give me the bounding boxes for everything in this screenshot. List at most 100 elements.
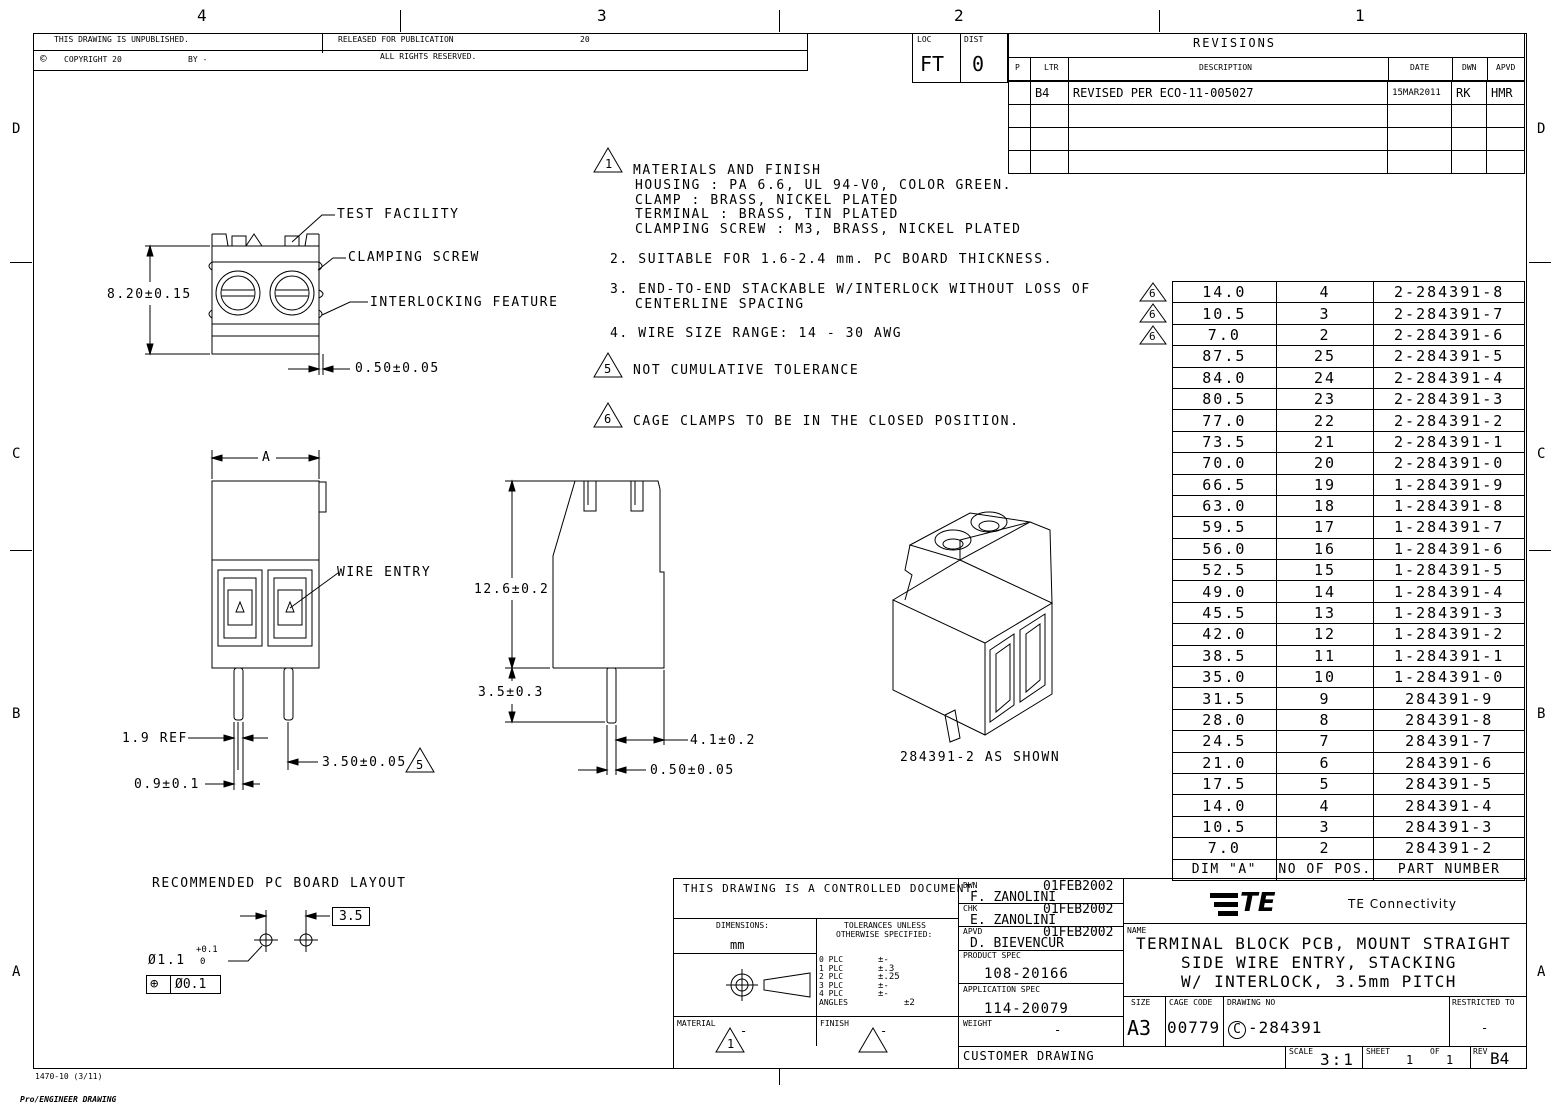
size-value: A3	[1127, 1016, 1152, 1040]
label-test-facility: TEST FACILITY	[337, 207, 460, 222]
cage-label: CAGE CODE	[1169, 998, 1213, 1007]
company-name: TE Connectivity	[1348, 897, 1457, 911]
rev-hdr-dwn: DWN	[1462, 63, 1477, 72]
tol-plc: 4 PLC	[819, 989, 844, 999]
note2: 2. SUITABLE FOR 1.6-2.4 mm. PC BOARD THI…	[610, 252, 1054, 267]
tol-value: ±-	[878, 955, 889, 965]
pcb-pitch-box	[332, 907, 370, 926]
revision-row	[1008, 104, 1526, 128]
zone-left-d: D	[12, 121, 21, 137]
part-dim: 63.0	[1172, 494, 1277, 518]
tol-plc: 3 PLC	[819, 980, 844, 990]
note1-line4: TERMINAL : BRASS, TIN PLATED	[635, 207, 899, 222]
dim-050-top: 0.50±0.05	[355, 361, 440, 376]
isometric-view	[891, 511, 1054, 743]
form-number: 1470-10 (3/11)	[35, 1072, 103, 1081]
note3-line1: 3. END-TO-END STACKABLE W/INTERLOCK WITH…	[610, 282, 1091, 297]
note6-flag-num: 6	[1149, 329, 1156, 343]
revision-ltr	[1029, 150, 1069, 174]
note6-flag-num: 6	[1149, 308, 1156, 322]
note1-line2: HOUSING : PA 6.6, UL 94-V0, COLOR GREEN.	[635, 178, 1013, 193]
note6-flag-num: 6	[1149, 287, 1156, 300]
note6: CAGE CLAMPS TO BE IN THE CLOSED POSITION…	[633, 414, 1020, 429]
copyright-by: BY -	[188, 55, 208, 64]
note1-flag-num: 1	[605, 157, 613, 171]
material-flag: 1	[727, 1037, 735, 1051]
note4: 4. WIRE SIZE RANGE: 14 - 30 AWG	[610, 326, 903, 341]
part-pos: 11	[1275, 644, 1375, 668]
application-spec-label: APPLICATION SPEC	[963, 985, 1041, 994]
zone-right-a: A	[1537, 964, 1546, 980]
revision-apvd	[1485, 150, 1526, 174]
part-part: 284391-7	[1373, 730, 1525, 753]
part-pos: 21	[1275, 430, 1375, 454]
of-value: 1	[1446, 1053, 1454, 1067]
part-header-part: PART NUMBER	[1373, 858, 1525, 881]
software-note: Pro/ENGINEER DRAWING	[20, 1095, 117, 1104]
revision-date	[1387, 150, 1453, 174]
drawing-no-label: DRAWING NO	[1227, 998, 1276, 1007]
revision-ltr	[1029, 104, 1069, 128]
controlled-doc: THIS DRAWING IS A CONTROLLED DOCUMENT.	[683, 882, 981, 895]
chk-label: CHK	[963, 904, 978, 913]
note6-flag: 6	[1139, 324, 1169, 345]
material-dash: -	[740, 1024, 748, 1038]
restricted-value: -	[1481, 1021, 1489, 1035]
product-spec-label: PRODUCT SPEC	[963, 951, 1021, 960]
zone-right-c: C	[1537, 446, 1546, 462]
note1-line5: CLAMPING SCREW : M3, BRASS, NICKEL PLATE…	[635, 222, 1022, 237]
part-pos: 19	[1275, 473, 1375, 496]
copyright-symbol: ©	[40, 52, 47, 65]
application-spec: 114-20079	[984, 1001, 1069, 1017]
tol-value: ±.25	[878, 972, 900, 983]
dim-09: 0.9±0.1	[134, 777, 200, 792]
zone-top-4: 4	[197, 6, 207, 25]
dimensions-label: DIMENSIONS:	[716, 921, 769, 930]
revision-description: REVISED PER ECO-11-005027	[1067, 81, 1389, 105]
part-table-header: DIM "A"NO OF POS.PART NUMBER	[1172, 858, 1525, 881]
dim-19ref: 1.9 REF	[122, 731, 188, 746]
part-part: 284391-3	[1373, 815, 1525, 839]
title-block	[673, 878, 1527, 1069]
part-dim: 14.0	[1172, 280, 1277, 304]
part-pos: 24	[1275, 366, 1375, 389]
tol-plc: 0 PLC	[819, 955, 844, 964]
finish-dash: -	[880, 1024, 888, 1038]
released-year: 20	[580, 35, 590, 44]
dim-350: 3.50±0.05	[322, 755, 407, 770]
name-line-1: TERMINAL BLOCK PCB, MOUNT STRAIGHT	[1136, 934, 1512, 953]
rev-hdr-apvd: APVD	[1496, 63, 1516, 72]
of-label: OF	[1430, 1047, 1440, 1056]
zone-left-b: B	[12, 706, 21, 722]
zone-top-1: 1	[1355, 6, 1365, 25]
part-dim: 59.5	[1172, 516, 1277, 539]
zone-right-b: B	[1537, 706, 1546, 722]
part-part: 284391-6	[1373, 751, 1525, 774]
header-block	[33, 33, 808, 71]
dim-126: 12.6±0.2	[474, 582, 550, 597]
revision-dwn	[1451, 104, 1487, 128]
part-dim: 7.0	[1172, 323, 1277, 347]
rev-hdr-description: DESCRIPTION	[1199, 63, 1252, 72]
revision-description	[1067, 150, 1389, 174]
rev-label: REV	[1473, 1047, 1488, 1056]
part-pos: 16	[1275, 537, 1375, 561]
tol-value: ±-	[878, 980, 889, 991]
name-line-2: SIDE WIRE ENTRY, STACKING	[1181, 953, 1457, 972]
note5-flag-num: 5	[604, 362, 612, 376]
